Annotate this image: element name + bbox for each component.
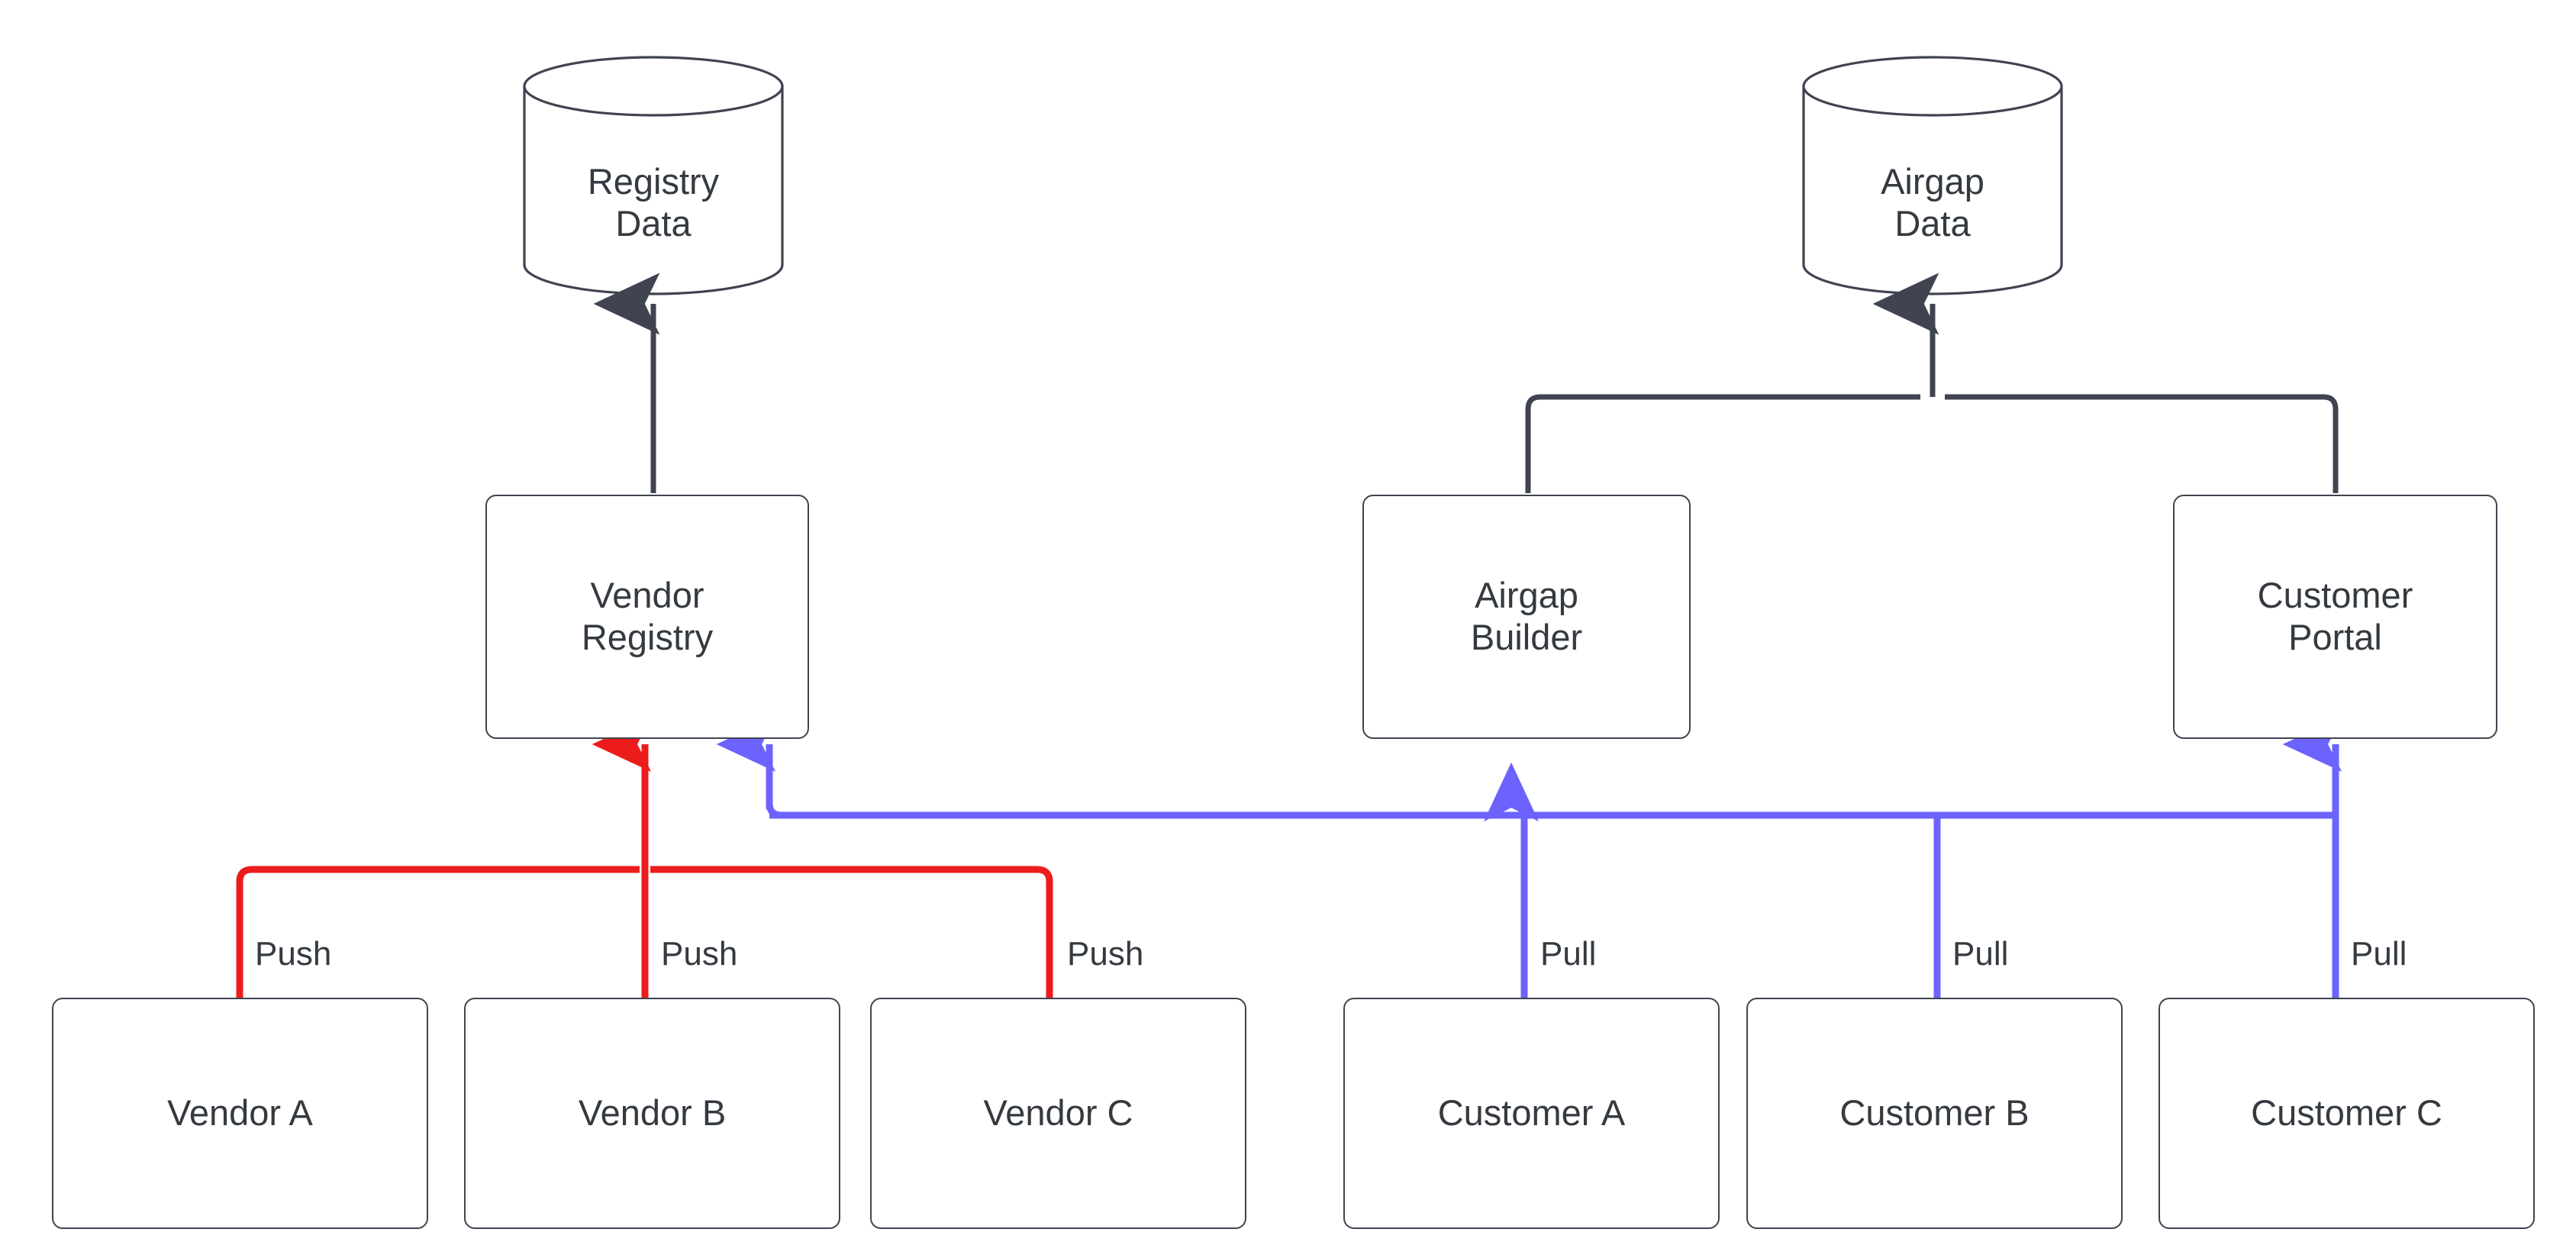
- edge-label-push-vendor-b: Push: [661, 935, 738, 973]
- node-registry-data[interactable]: Registry Data: [524, 86, 782, 294]
- node-vendor-b[interactable]: Vendor B: [464, 998, 840, 1229]
- node-airgap-builder[interactable]: Airgap Builder: [1362, 495, 1691, 739]
- edge-customer-portal-to-airgap-data: [1945, 394, 2339, 493]
- node-customer-b[interactable]: Customer B: [1746, 998, 2123, 1229]
- node-customer-a[interactable]: Customer A: [1343, 998, 1720, 1229]
- edge-airgap-builder-to-airgap-data: [1525, 394, 1920, 493]
- edge-pull-bus-to-vendor-registry: [766, 744, 1539, 822]
- airgap-data-cylinder-shape: [1802, 56, 2063, 295]
- edge-label-pull-customer-a: Pull: [1540, 935, 1597, 973]
- node-airgap-builder-label: Airgap Builder: [1470, 575, 1583, 657]
- edge-vendor-c-push: [650, 866, 1053, 998]
- node-vendor-c[interactable]: Vendor C: [870, 998, 1246, 1229]
- node-vendor-b-label: Vendor B: [578, 1092, 727, 1133]
- registry-data-cylinder-shape: [523, 56, 784, 295]
- node-customer-b-label: Customer B: [1839, 1092, 2030, 1133]
- edge-vendor-a-push: [236, 866, 640, 998]
- node-customer-c[interactable]: Customer C: [2158, 998, 2535, 1229]
- node-customer-a-label: Customer A: [1437, 1092, 1626, 1133]
- node-vendor-registry-label: Vendor Registry: [581, 575, 714, 657]
- edge-label-pull-customer-b: Pull: [1952, 935, 2009, 973]
- node-registry-data-label: Registry Data: [587, 161, 720, 244]
- edge-label-pull-customer-c: Pull: [2351, 935, 2407, 973]
- node-customer-portal[interactable]: Customer Portal: [2173, 495, 2497, 739]
- node-customer-c-label: Customer C: [2251, 1092, 2442, 1133]
- edge-label-push-vendor-a: Push: [255, 935, 332, 973]
- edge-label-push-vendor-c: Push: [1067, 935, 1144, 973]
- node-vendor-c-label: Vendor C: [983, 1092, 1133, 1133]
- node-vendor-a-label: Vendor A: [167, 1092, 313, 1133]
- node-airgap-data[interactable]: Airgap Data: [1804, 86, 2062, 294]
- node-airgap-data-label: Airgap Data: [1881, 161, 1984, 244]
- node-vendor-registry[interactable]: Vendor Registry: [485, 495, 809, 739]
- node-vendor-a[interactable]: Vendor A: [52, 998, 428, 1229]
- node-customer-portal-label: Customer Portal: [2257, 575, 2413, 657]
